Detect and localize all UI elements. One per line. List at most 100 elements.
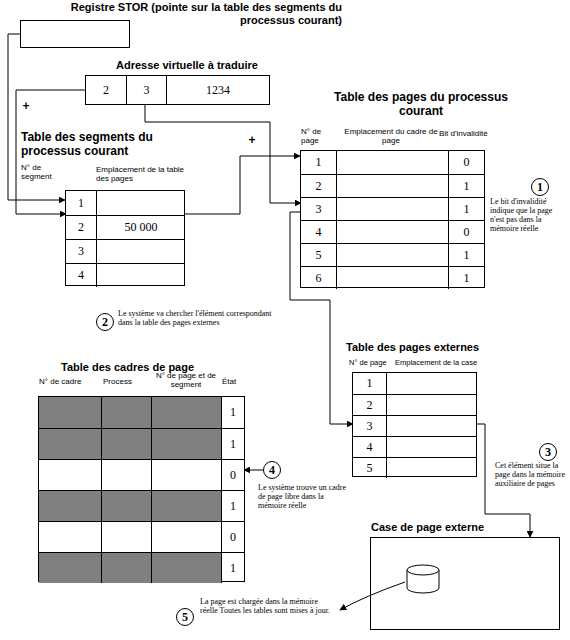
cell-text: 1 [230, 437, 236, 452]
table-row: 40 [301, 220, 484, 243]
table-cell: 0 [221, 459, 244, 490]
page-table: Table des pages du processus courantN° d… [300, 150, 485, 288]
table-cell: 0 [221, 521, 244, 552]
table-heading: Registre STOR (pointe sur la table des s… [17, 1, 342, 26]
table-cell [336, 220, 448, 243]
table-row: 10 [301, 151, 484, 174]
table-cell: 1 [66, 191, 96, 215]
table-cell: 0 [448, 220, 484, 243]
table-cell: 1 [221, 397, 244, 428]
cell-text: 50 000 [125, 220, 158, 235]
table-cell [101, 552, 151, 583]
table-row: 1 [39, 428, 244, 459]
table-row: 1 [39, 397, 244, 428]
callout-text: 2 [102, 315, 108, 330]
cell-text: 0 [230, 468, 236, 483]
table-cell [336, 174, 448, 197]
table-heading: Emplacement du cadre de page [341, 127, 441, 145]
address-field: 2 [86, 76, 126, 104]
field-text: 2 [103, 83, 109, 98]
table-heading: Bit d'invalidité [439, 129, 501, 138]
cell-text: 4 [316, 225, 322, 240]
table-cell [151, 459, 221, 490]
table-cell [101, 490, 151, 521]
table-cell [101, 521, 151, 552]
cell-text: 0 [464, 155, 470, 170]
table-cell [386, 436, 476, 457]
callout-text: 1 [537, 180, 543, 195]
callout-text: 3 [545, 445, 551, 460]
callout-text: 4 [269, 463, 275, 478]
table-row: 51 [301, 243, 484, 266]
cell-text: 1 [316, 155, 322, 170]
disk-cylinder [407, 565, 439, 593]
cell-text: 1 [230, 499, 236, 514]
cell-text: 3 [367, 419, 373, 434]
table-cell [336, 266, 448, 289]
table-row: 1 [39, 552, 244, 583]
table-cell [96, 263, 185, 287]
cell-text: 5 [316, 248, 322, 263]
table-cell [39, 428, 101, 459]
table-heading: Case de page externe [371, 521, 521, 534]
callout-note: Cet élément situe la page dans la mémoir… [495, 462, 568, 489]
table-row: 61 [301, 266, 484, 289]
table-cell: 4 [66, 263, 96, 287]
table-cell: 1 [448, 243, 484, 266]
external-page-store: Case de page externe [370, 537, 560, 630]
cell-text: 1 [464, 179, 470, 194]
table-cell [101, 459, 151, 490]
table-cell: 6 [301, 266, 336, 289]
external-page-table: Table des pages externesN° de pageEmplac… [352, 372, 477, 477]
table-cell: 4 [301, 220, 336, 243]
plus-sign: + [246, 134, 258, 146]
table-row: 0 [39, 459, 244, 490]
table-row: 1 [353, 373, 476, 394]
table-row: 5 [353, 457, 476, 478]
table-heading: Table des pages du processus courant [321, 91, 521, 119]
table-cell [101, 428, 151, 459]
cell-text: 3 [78, 244, 84, 259]
callout-note: Le bit d'invalidité indique que la page … [490, 198, 568, 234]
table-row: 1 [66, 191, 185, 215]
table-cell: 1 [448, 266, 484, 289]
virtual-address: Adresse virtuelle à traduire231234 [85, 75, 270, 105]
cell-text: 1 [464, 271, 470, 286]
frame-table: Table des cadres de pageN° de cadreProce… [38, 396, 245, 582]
table-heading: Process [103, 377, 151, 386]
table-heading: N° de page et de segment [153, 371, 219, 389]
table-cell [151, 521, 221, 552]
table-cell [39, 490, 101, 521]
table-cell: 1 [221, 428, 244, 459]
table-cell: 3 [66, 239, 96, 263]
table-cell [336, 151, 448, 174]
cell-text: 1 [230, 561, 236, 576]
address-field: 1234 [166, 76, 269, 104]
cell-text: 1 [464, 248, 470, 263]
table-cell [101, 397, 151, 428]
table-heading: Emplacement de la table des pages [96, 165, 188, 183]
table-cell [336, 243, 448, 266]
cell-text: 1 [367, 376, 373, 391]
table-heading: N° de cadre [39, 377, 101, 386]
cell-text: 1 [78, 196, 84, 211]
table-cell: 1 [221, 490, 244, 521]
callout-text: 5 [182, 610, 188, 625]
table-row: 4 [66, 263, 185, 287]
table-cell [39, 459, 101, 490]
table-cell: 1 [221, 552, 244, 583]
cell-text: 2 [316, 179, 322, 194]
table-row: 2 [353, 394, 476, 415]
callout-number: 1 [531, 178, 549, 196]
table-cell: 4 [353, 436, 386, 457]
callout-number: 4 [263, 461, 281, 479]
cell-text: 3 [316, 202, 322, 217]
cell-text: 4 [78, 268, 84, 283]
table-cell [39, 397, 101, 428]
callout-note: Le système va chercher l'élément corresp… [118, 310, 288, 328]
callout-note: Le système trouve un cadre de page libre… [258, 484, 350, 511]
table-cell [386, 373, 476, 394]
table-heading: Table des segments du processus courant [21, 131, 196, 159]
callout-number: 3 [539, 443, 557, 461]
cell-text: 2 [367, 398, 373, 413]
